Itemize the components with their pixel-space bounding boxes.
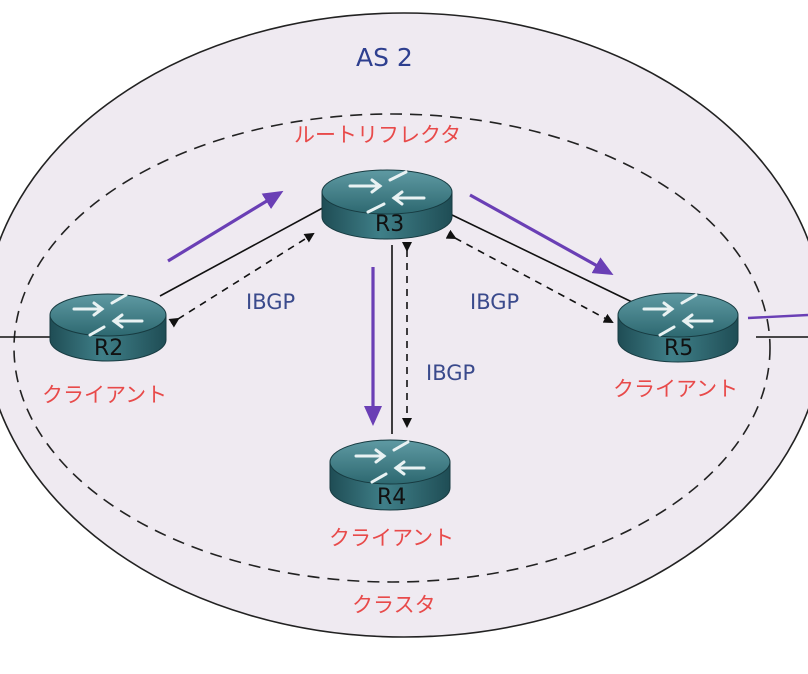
router-r4[interactable]: R4 (329, 439, 451, 511)
r2-role-label: クライアント (42, 383, 167, 407)
ibgp-label-r3-r5: IBGP (470, 290, 519, 314)
router-icon (354, 440, 426, 484)
router-r2[interactable]: R2 (49, 293, 167, 362)
r4-role-label: クライアント (329, 526, 454, 550)
router-r3-name: R3 (375, 212, 404, 237)
router-r3[interactable]: R3 (321, 169, 453, 240)
ibgp-session-r2-r3 (168, 232, 315, 328)
reflector-label: ルートリフレクタ (294, 123, 461, 147)
ibgp-session-r3-r5 (445, 229, 614, 323)
ibgp-label-r3-r4: IBGP (426, 361, 475, 385)
as-label: AS 2 (356, 43, 413, 72)
router-r5[interactable]: R5 (617, 292, 739, 363)
router-icon (348, 170, 426, 214)
router-icon (72, 293, 144, 337)
r5-role-label: クライアント (613, 377, 738, 401)
router-r2-name: R2 (94, 336, 123, 361)
router-r5-name: R5 (664, 336, 693, 361)
external-route-r5 (747, 313, 808, 320)
cluster-label: クラスタ (352, 593, 436, 617)
cluster-boundary (13, 113, 771, 583)
route-flow-r2-to-r3 (167, 190, 284, 263)
ibgp-label-r2-r3: IBGP (246, 290, 295, 314)
router-r4-name: R4 (377, 485, 406, 510)
router-icon (642, 293, 714, 337)
route-flow-r3-to-r5 (469, 193, 614, 275)
